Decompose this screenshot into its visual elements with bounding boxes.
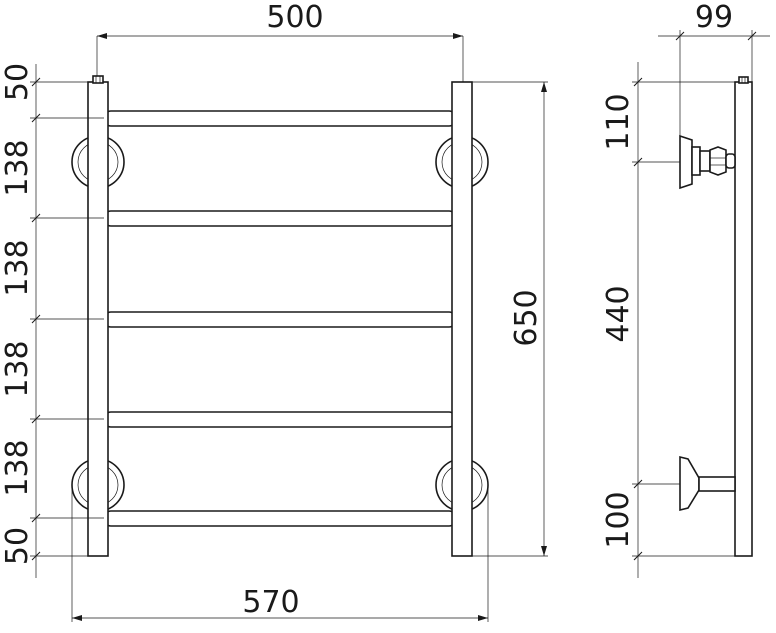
rung-3 [103,311,457,328]
dimension-bottom-width: 570 [71,485,489,622]
wall-mounts [71,135,489,512]
dim-label-side-3: 100 [601,491,636,548]
dim-label-total-height: 650 [509,289,544,346]
side-bottom-bracket [679,455,736,512]
rung-1 [103,110,457,127]
dimension-side-chain: 110 440 100 [601,62,735,578]
dimension-total-height: 650 [472,81,548,557]
dim-label-bottom-width: 570 [242,585,299,620]
rung-5 [103,510,457,527]
dimension-depth: 99 [658,0,770,140]
dim-label-side-1: 110 [601,93,636,150]
dim-label-left-4: 138 [0,340,35,397]
dim-label-left-3: 138 [0,239,35,296]
dimension-left-chain: 50 138 138 138 138 50 [0,63,104,578]
left-upright-cap [92,75,104,84]
dim-label-depth: 99 [695,0,733,35]
front-view: 500 [0,0,548,622]
dimension-top-width: 500 [96,0,464,82]
dim-label-left-6: 50 [0,527,35,565]
dim-label-side-2: 440 [601,285,636,342]
dim-label-left-2: 138 [0,139,35,196]
dim-label-left-1: 50 [0,63,35,101]
side-upright [734,81,753,557]
rung-4 [103,411,457,428]
towel-rungs [103,110,457,527]
dim-label-top-width: 500 [266,0,323,35]
side-top-bracket [679,134,736,190]
rung-2 [103,210,457,227]
dim-label-left-5: 138 [0,439,35,496]
side-view: 99 [601,0,770,578]
right-upright [451,81,473,557]
side-upright-cap [738,76,749,84]
